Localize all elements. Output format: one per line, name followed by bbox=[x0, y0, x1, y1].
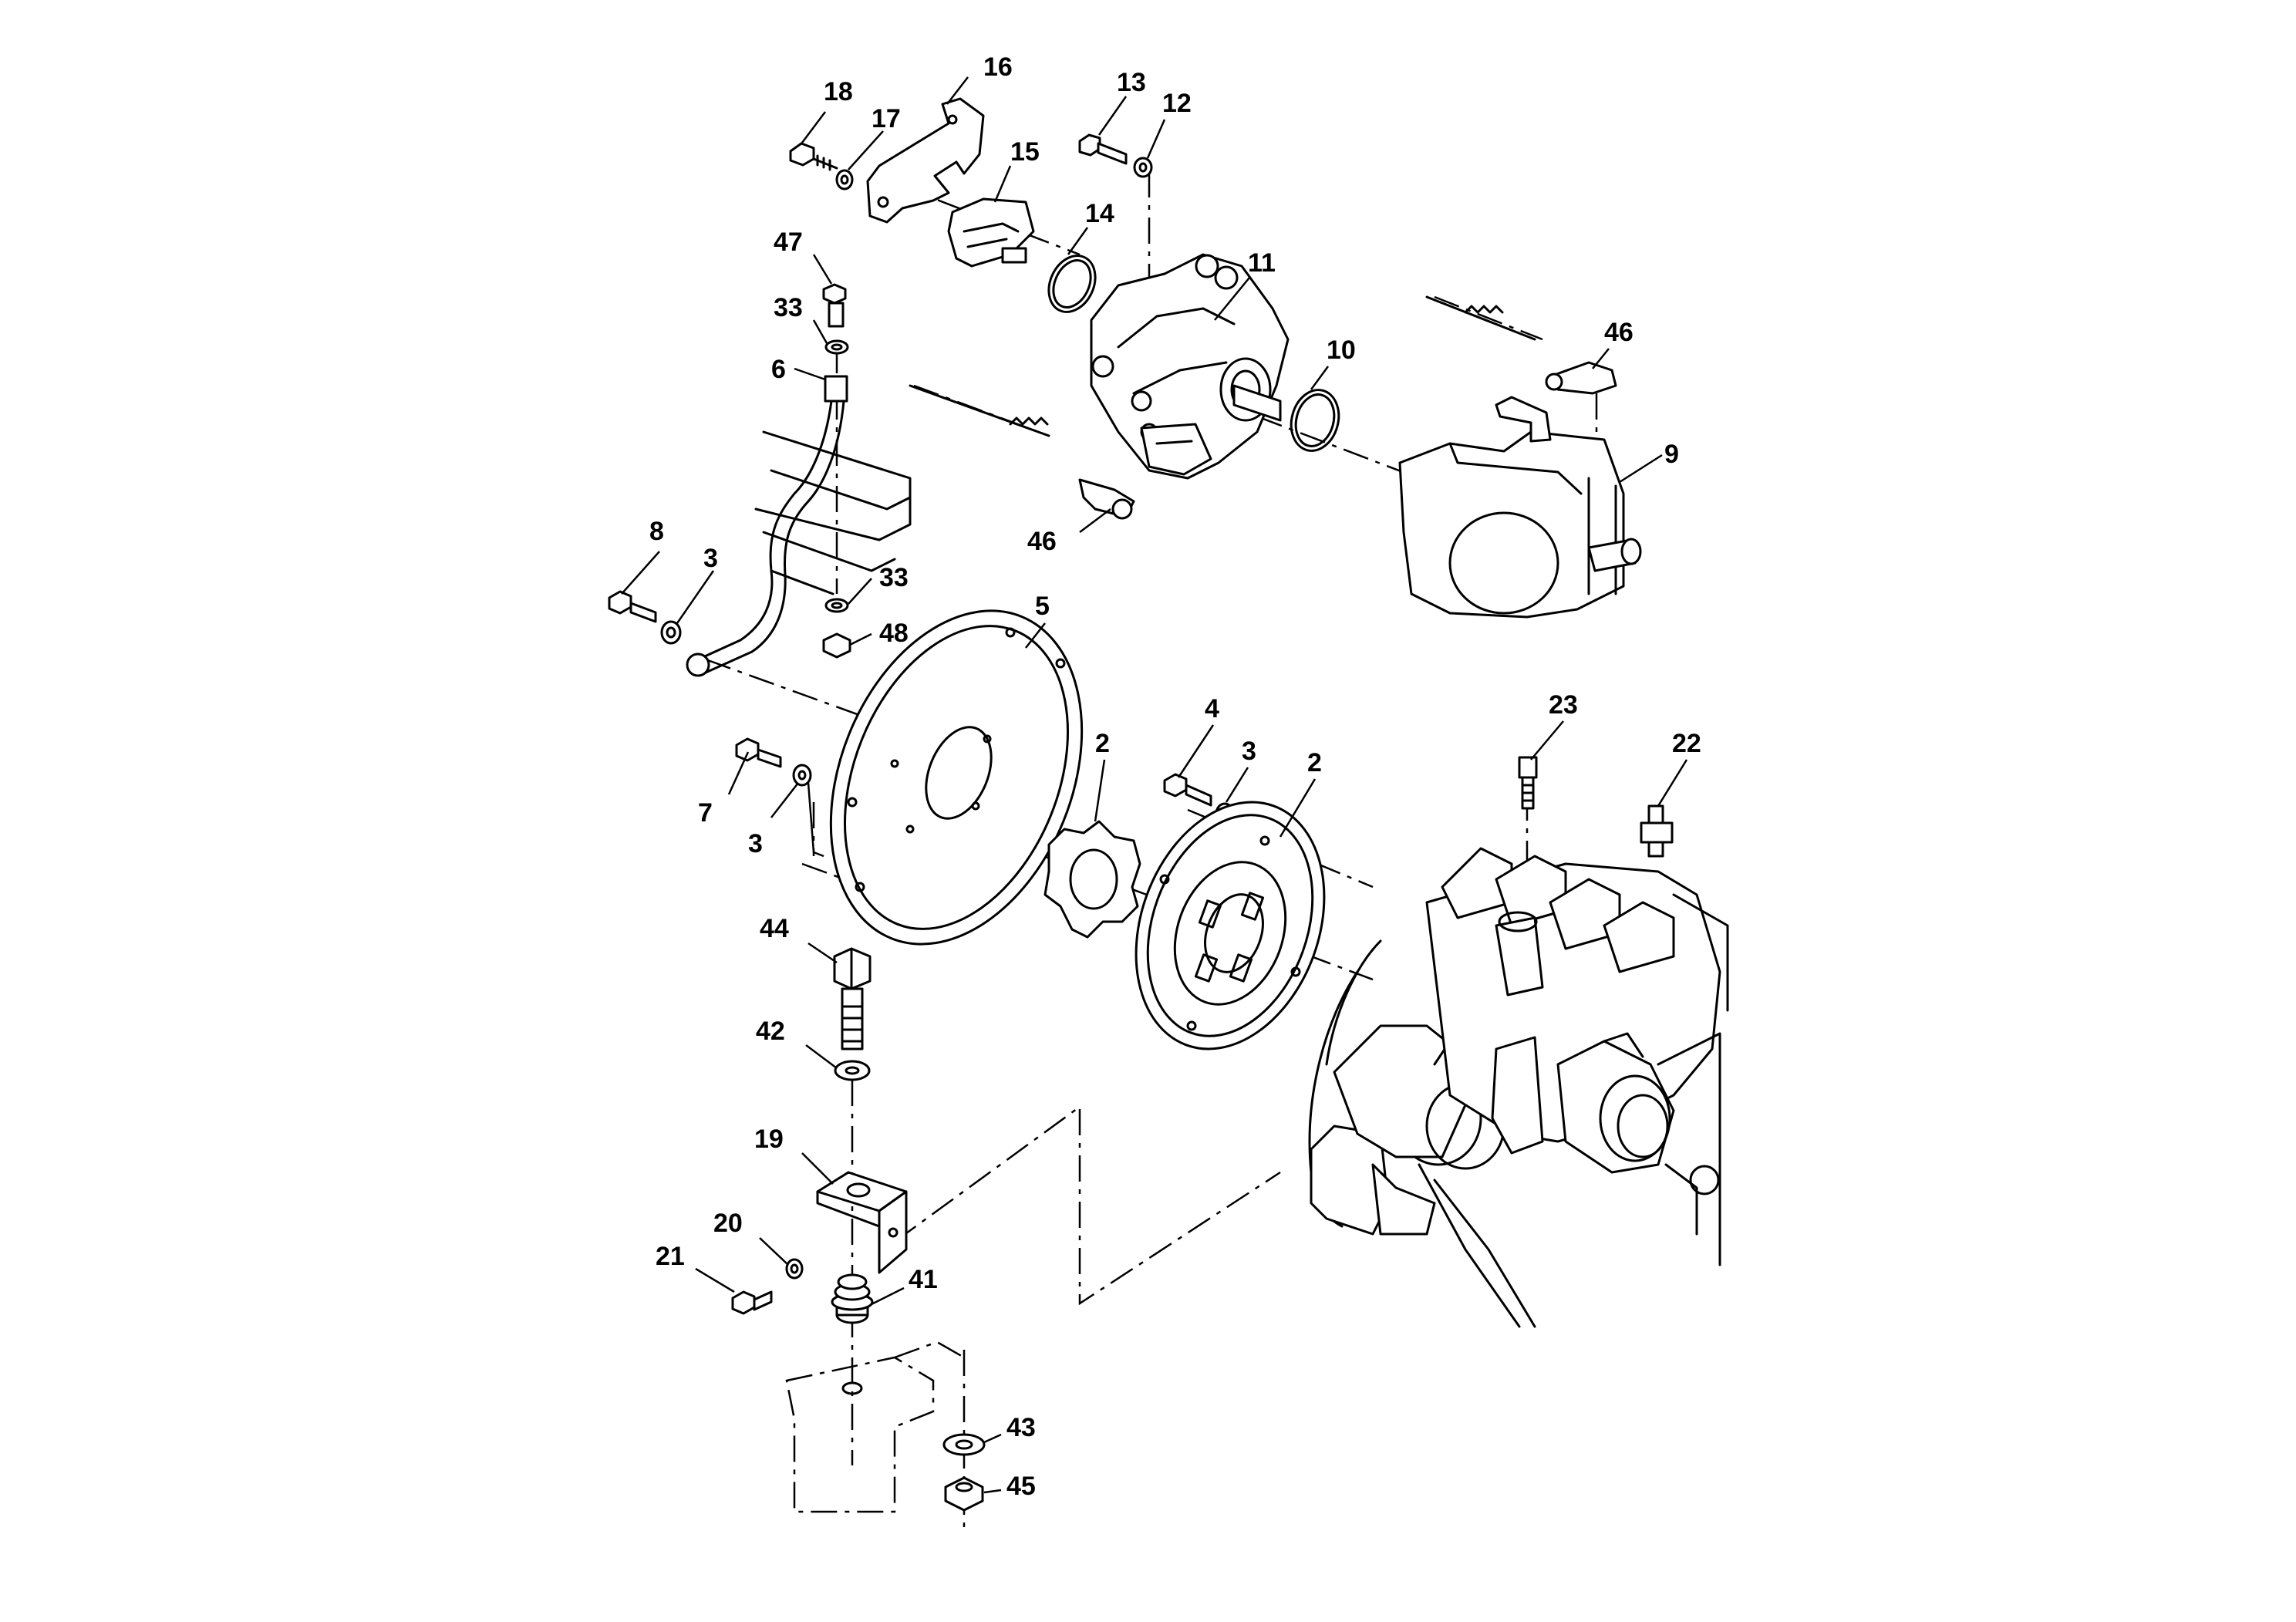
bolt-8 bbox=[608, 590, 657, 623]
callout-3-right: 3 bbox=[1242, 737, 1256, 766]
mounting-bracket bbox=[754, 430, 912, 595]
gearbox-9 bbox=[1398, 396, 1642, 619]
callout-labels: 18 17 16 13 12 15 14 11 47 33 6 10 46 9 … bbox=[649, 52, 1701, 1501]
sensor-23 bbox=[1518, 756, 1538, 810]
callout-20: 20 bbox=[713, 1209, 743, 1238]
callout-13: 13 bbox=[1117, 68, 1146, 97]
bolt-44 bbox=[833, 947, 872, 1050]
callout-2-flange: 2 bbox=[1307, 748, 1322, 777]
bolt-47 bbox=[822, 283, 847, 328]
callout-23: 23 bbox=[1549, 690, 1578, 720]
callout-10: 10 bbox=[1327, 336, 1356, 365]
o-ring-14 bbox=[1047, 255, 1097, 313]
coupling-element-2 bbox=[1043, 820, 1141, 939]
callout-41: 41 bbox=[909, 1265, 938, 1294]
bolt-4 bbox=[1163, 773, 1212, 807]
sensor-22 bbox=[1640, 804, 1674, 858]
hydraulic-pump-11 bbox=[1090, 253, 1290, 480]
bolt-18 bbox=[789, 142, 838, 171]
washer-43 bbox=[942, 1433, 986, 1456]
callout-33-lower: 33 bbox=[879, 563, 909, 592]
o-ring-10 bbox=[1290, 389, 1340, 452]
bolt-13 bbox=[1078, 133, 1128, 165]
washer-33-lower bbox=[824, 598, 849, 613]
callout-12: 12 bbox=[1162, 89, 1192, 118]
bolt-21 bbox=[731, 1290, 773, 1315]
callout-16: 16 bbox=[983, 52, 1013, 82]
callout-5: 5 bbox=[1035, 592, 1050, 621]
callout-14: 14 bbox=[1085, 199, 1114, 228]
nut-45 bbox=[944, 1476, 984, 1512]
callout-47: 47 bbox=[774, 228, 803, 257]
rubber-mount-41 bbox=[831, 1273, 874, 1324]
flex-plate-5 bbox=[829, 609, 1084, 946]
callout-33-upper: 33 bbox=[774, 293, 803, 322]
leader-lines bbox=[621, 76, 1688, 1494]
callout-21: 21 bbox=[656, 1242, 685, 1271]
callout-3-left: 3 bbox=[748, 829, 763, 858]
coupling-flange-2 bbox=[1135, 801, 1326, 1050]
washer-42 bbox=[834, 1060, 871, 1081]
washer-33-upper bbox=[824, 339, 849, 355]
callout-6: 6 bbox=[771, 355, 786, 384]
nut-48 bbox=[822, 632, 851, 659]
washer-12 bbox=[1133, 157, 1153, 178]
bracket-19 bbox=[816, 1171, 908, 1274]
callout-15: 15 bbox=[1010, 137, 1040, 167]
callout-2-element: 2 bbox=[1095, 729, 1110, 758]
callout-45: 45 bbox=[1006, 1472, 1036, 1501]
callout-46-upper: 46 bbox=[1604, 318, 1633, 347]
callout-19: 19 bbox=[754, 1125, 784, 1154]
washer-3-left bbox=[792, 764, 812, 787]
frame-bracket bbox=[785, 1340, 965, 1513]
callout-22: 22 bbox=[1672, 729, 1701, 758]
callout-8: 8 bbox=[649, 517, 664, 546]
callout-18: 18 bbox=[824, 77, 853, 106]
washer-17 bbox=[835, 169, 854, 191]
callout-3-upper: 3 bbox=[703, 544, 718, 573]
callout-46-lower: 46 bbox=[1027, 527, 1057, 556]
washer-3-upper bbox=[660, 620, 682, 645]
callout-42: 42 bbox=[756, 1017, 785, 1046]
bolt-7 bbox=[735, 737, 782, 768]
callout-7: 7 bbox=[698, 798, 713, 828]
bracket-16 bbox=[866, 97, 985, 224]
callout-43: 43 bbox=[1006, 1413, 1036, 1442]
adapter-15 bbox=[947, 197, 1035, 268]
engine-block bbox=[1308, 847, 1729, 1328]
callout-17: 17 bbox=[872, 104, 901, 133]
rod-end-46-lower bbox=[909, 384, 1135, 520]
callout-48: 48 bbox=[879, 619, 909, 648]
rod-end-46-upper bbox=[1425, 295, 1617, 395]
callout-11: 11 bbox=[1248, 248, 1276, 278]
callout-44: 44 bbox=[760, 914, 789, 943]
callout-9: 9 bbox=[1664, 440, 1679, 469]
washer-20 bbox=[785, 1258, 804, 1280]
callout-4: 4 bbox=[1205, 694, 1219, 723]
hose-6 bbox=[686, 375, 848, 677]
